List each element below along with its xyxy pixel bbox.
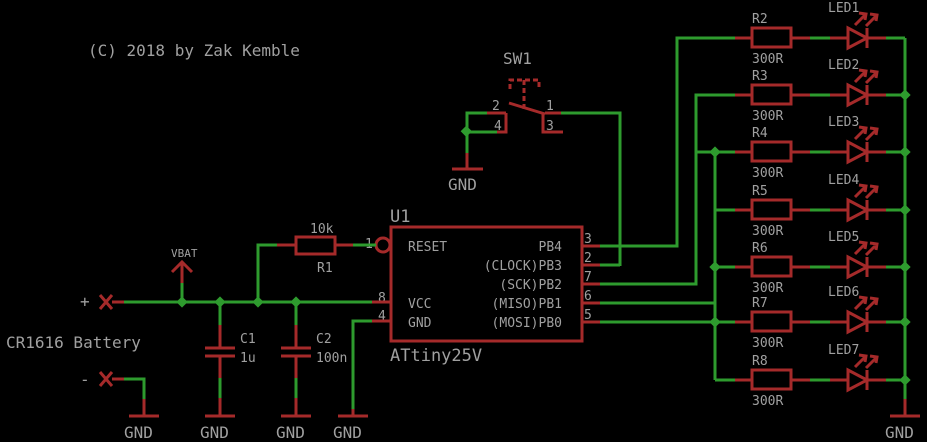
u1-pin-gnd-label: GND (408, 316, 432, 331)
led-name: LED2 (828, 58, 859, 73)
led-row: R2 300R LED1 (735, 1, 905, 67)
resistor-name: R4 (752, 126, 768, 141)
led-symbol (735, 68, 886, 108)
led-symbol (735, 295, 886, 335)
c1-name: C1 (240, 332, 256, 347)
led-routing-wires (600, 36, 907, 399)
resistor-body (750, 255, 793, 278)
gnd-label-c2: GND (276, 423, 305, 442)
resistor-body (750, 310, 793, 333)
resistor-value: 300R (752, 281, 783, 296)
resistor-body (750, 83, 793, 106)
u1-pin-8-number: 8 (378, 291, 386, 306)
led-row: R6 300R LED5 (735, 230, 911, 296)
led-symbol (735, 183, 886, 223)
resistor-name: R8 (752, 354, 768, 369)
resistor-value: 300R (752, 336, 783, 351)
battery-label: CR1616 Battery (6, 333, 141, 352)
c1-value: 1u (240, 351, 256, 366)
r1-value: 10k (310, 222, 334, 237)
sw1-pin-1: 1 (546, 99, 554, 114)
resistor-name: R6 (752, 241, 768, 256)
resistor-body (750, 368, 793, 391)
u1-pin-pb0-label: (MOSI)PB0 (492, 316, 562, 331)
u1-pin-7-number: 7 (584, 270, 592, 285)
battery-plus: + (80, 292, 90, 311)
u1-pin-3-number: 3 (584, 232, 592, 247)
led-name: LED6 (828, 285, 859, 300)
sw1-gnd-label: GND (448, 175, 477, 194)
sw1-pin-3: 3 (546, 119, 554, 134)
resistor-value: 300R (752, 52, 783, 67)
u1-pin-vcc-label: VCC (408, 297, 431, 312)
u1-pin-pb3-label: (CLOCK)PB3 (484, 259, 562, 274)
u1-name: U1 (390, 207, 410, 227)
resistor-name: R5 (752, 184, 768, 199)
led-row: R4 300R LED3 (735, 115, 911, 181)
led-name: LED5 (828, 230, 859, 245)
switch-sw1: SW1 2 4 1 3 GND (448, 49, 622, 266)
led-row: R7 300R LED6 (735, 285, 911, 351)
c2-value: 100n (316, 351, 347, 366)
resistor-body (750, 198, 793, 221)
resistor-body (750, 26, 793, 49)
sw1-pin-2: 2 (492, 99, 500, 114)
resistor-value: 300R (752, 224, 783, 239)
vbat-label: VBAT (171, 247, 198, 260)
gnd-label-u1: GND (333, 423, 362, 442)
gnd-label-leds: GND (885, 423, 914, 442)
led-row: R5 300R LED4 (735, 173, 911, 239)
led-symbol (735, 11, 886, 51)
u1-pin-pb2-label: (SCK)PB2 (499, 278, 562, 293)
led-name: LED1 (828, 1, 859, 16)
led-symbol (735, 353, 886, 393)
r1-name: R1 (317, 261, 333, 276)
u1-pin-4-number: 4 (378, 309, 386, 324)
gnd-label-battery: GND (124, 423, 153, 442)
u1-pin-6-number: 6 (584, 289, 592, 304)
resistor-name: R2 (752, 12, 768, 27)
battery-minus: - (80, 370, 90, 389)
led-symbol (735, 125, 886, 165)
u1-pin-pb4-label: PB4 (539, 240, 563, 255)
led-name: LED3 (828, 115, 859, 130)
led-row: R3 300R LED2 (735, 58, 911, 124)
mcu-u1: U1 RESET VCC GND PB4 (CLOCK)PB3 (SCK)PB2… (365, 207, 600, 366)
power-section: VBAT + CR1616 Battery - C1 1u C2 100n GN… (6, 247, 372, 442)
gnd-label-c1: GND (200, 423, 229, 442)
led-symbol (735, 240, 886, 280)
u1-pin-2-number: 2 (584, 251, 592, 266)
resistor-name: R3 (752, 69, 768, 84)
u1-pin-5-number: 5 (584, 308, 592, 323)
resistor-name: R7 (752, 296, 768, 311)
resistor-r1: 10k R1 (256, 222, 376, 302)
led-name: LED7 (828, 343, 859, 358)
copyright-text: (C) 2018 by Zak Kemble (88, 41, 300, 60)
resistor-value: 300R (752, 109, 783, 124)
resistor-value: 300R (752, 166, 783, 181)
resistor-body (750, 140, 793, 163)
u1-pin-pb1-label: (MISO)PB1 (492, 297, 562, 312)
resistor-value: 300R (752, 394, 783, 409)
sw1-pin-4: 4 (494, 119, 502, 134)
c2-name: C2 (316, 332, 332, 347)
led-row: R8 300R LED7 (735, 343, 911, 409)
u1-pin-reset-label: RESET (408, 240, 447, 255)
u1-value: ATtiny25V (390, 346, 482, 366)
led-name: LED4 (828, 173, 859, 188)
sw1-name: SW1 (503, 49, 532, 68)
